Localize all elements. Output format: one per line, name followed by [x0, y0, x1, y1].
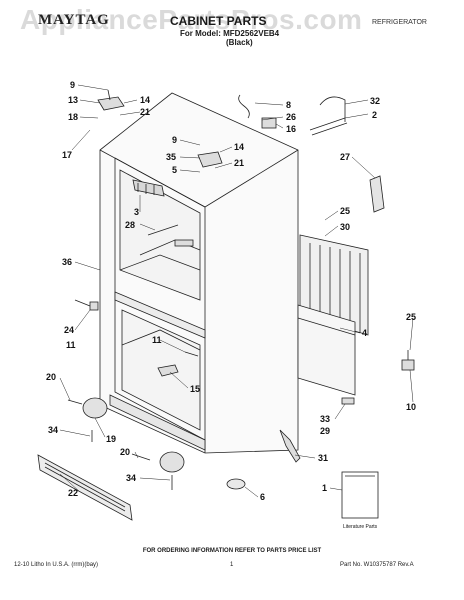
callout-3: 3 [134, 207, 139, 217]
model-color: (Black) [226, 38, 253, 47]
callout-34b: 34 [126, 473, 136, 483]
callout-17: 17 [62, 150, 72, 160]
callout-19: 19 [106, 434, 116, 444]
watermark: AppliancePartsPros.com [20, 4, 363, 35]
callout-29: 29 [320, 426, 330, 436]
callout-22: 22 [68, 488, 78, 498]
page-title: CABINET PARTS [170, 14, 267, 28]
callout-26: 26 [286, 112, 296, 122]
callout-35: 35 [166, 152, 176, 162]
callout-36: 36 [62, 257, 72, 267]
callout-18: 18 [68, 112, 78, 122]
brand-logo: MAYTAG [38, 12, 110, 28]
callout-27: 27 [340, 152, 350, 162]
callout-24: 24 [64, 325, 74, 335]
callout-16: 16 [286, 124, 296, 134]
callout-21: 21 [140, 107, 150, 117]
callout-11b: 11 [152, 335, 162, 345]
litho-info: 12-10 Litho In U.S.A. (rrm)(bay) [14, 562, 99, 568]
callout-11: 11 [66, 340, 76, 350]
cabinet-drawing [37, 84, 415, 521]
callout-9b: 9 [172, 135, 177, 145]
callout-25: 25 [340, 206, 350, 216]
callout-4: 4 [362, 328, 367, 338]
callout-20b: 20 [120, 447, 130, 457]
callout-25b: 25 [406, 312, 416, 322]
callout-5: 5 [172, 165, 177, 175]
callout-15: 15 [190, 384, 200, 394]
ordering-note: FOR ORDERING INFORMATION REFER TO PARTS … [142, 548, 322, 554]
callout-33: 33 [320, 414, 330, 424]
page-number: 1 [230, 562, 234, 568]
callout-8: 8 [286, 100, 291, 110]
callout-21b: 21 [234, 158, 244, 168]
literature-parts-label: Literature Parts [343, 524, 378, 530]
callout-32: 32 [370, 96, 380, 106]
callout-10: 10 [406, 402, 416, 412]
callout-20: 20 [46, 372, 56, 382]
part-number: Part No. W10375787 Rev.A [340, 562, 414, 568]
callout-13: 13 [68, 95, 78, 105]
callout-31: 31 [318, 453, 328, 463]
callout-34: 34 [48, 425, 58, 435]
appliance-type: REFRIGERATOR [372, 19, 427, 26]
callout-14b: 14 [234, 142, 244, 152]
callout-1: 1 [322, 483, 327, 493]
callout-6: 6 [260, 492, 265, 502]
callout-14: 14 [140, 95, 150, 105]
callout-9: 9 [70, 80, 75, 90]
callout-28: 28 [125, 220, 135, 230]
model-number: For Model: MFD2562VEB4 [180, 29, 280, 38]
callout-2: 2 [372, 110, 377, 120]
part-callouts: 9 13 14 18 21 17 8 26 16 32 2 9 14 35 5 … [46, 80, 416, 530]
callout-30: 30 [340, 222, 350, 232]
